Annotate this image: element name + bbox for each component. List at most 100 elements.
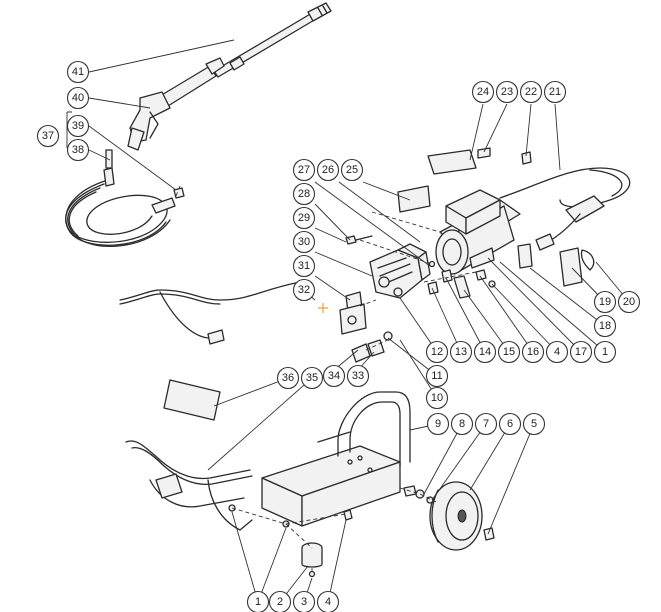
- callout-circle: [519, 80, 543, 104]
- callout-circle: [474, 412, 498, 436]
- callout-circle: [292, 278, 316, 302]
- callout-number: 15: [503, 346, 515, 358]
- callout-number: 7: [483, 418, 489, 430]
- callout-number: 33: [352, 370, 364, 382]
- callout-circle: [569, 340, 593, 364]
- callout-number: 36: [282, 372, 294, 384]
- callout-5: 5: [522, 412, 546, 436]
- callout-number: 41: [72, 66, 84, 78]
- callout-number: 29: [298, 212, 310, 224]
- callout-number: 8: [459, 418, 465, 430]
- callout-circle: [316, 158, 340, 182]
- callout-number: 4: [325, 596, 331, 608]
- callout-32: 32: [292, 278, 316, 302]
- callout-37: 37: [36, 124, 60, 148]
- pump-assembly: [369, 243, 431, 299]
- callout-25: 25: [340, 158, 364, 182]
- callout-number: 17: [575, 346, 587, 358]
- callout-35: 35: [300, 366, 324, 390]
- callout-number: 28: [298, 188, 310, 200]
- callout-number: 6: [507, 418, 513, 430]
- callout-circle: [471, 80, 495, 104]
- callout-number: 37: [42, 130, 54, 142]
- callout-number: 4: [554, 346, 560, 358]
- callout-12: 12: [425, 340, 449, 364]
- callout-circle: [292, 230, 316, 254]
- callout-21: 21: [543, 80, 567, 104]
- power-cord: [499, 167, 631, 251]
- callout-circle: [36, 124, 60, 148]
- callout-28: 28: [292, 182, 316, 206]
- callout-24: 24: [471, 80, 495, 104]
- callout-circle: [66, 138, 90, 162]
- callout-number: 38: [72, 144, 84, 156]
- callout-39: 39: [66, 114, 90, 138]
- callout-6: 6: [498, 412, 522, 436]
- callout-26: 26: [316, 158, 340, 182]
- callout-30: 30: [292, 230, 316, 254]
- decals: [397, 147, 595, 287]
- callout-circle: [292, 590, 316, 612]
- callout-19: 19: [593, 290, 617, 314]
- callout-circle: [292, 254, 316, 278]
- callout-number: 23: [501, 86, 513, 98]
- callout-number: 32: [298, 284, 310, 296]
- high-pressure-hose: [65, 149, 185, 248]
- callout-40: 40: [66, 86, 90, 110]
- callout-41: 41: [66, 60, 90, 84]
- callout-number: 11: [431, 370, 442, 382]
- callout-17: 17: [569, 340, 593, 364]
- callout-circle: [521, 340, 545, 364]
- callout-number: 12: [431, 346, 443, 358]
- callout-8: 8: [450, 412, 474, 436]
- callout-29: 29: [292, 206, 316, 230]
- callout-circle: [66, 60, 90, 84]
- callout-circle: [450, 412, 474, 436]
- leader-lines: [66, 39, 630, 603]
- callout-circle: [425, 386, 449, 410]
- callout-number: 22: [525, 86, 537, 98]
- outlet-fittings: [351, 331, 393, 363]
- spray-gun: [127, 57, 225, 151]
- callout-18: 18: [593, 314, 617, 338]
- callout-27: 27: [292, 158, 316, 182]
- callout-16: 16: [521, 340, 545, 364]
- wheel: [403, 481, 495, 551]
- callout-36: 36: [276, 366, 300, 390]
- callout-22: 22: [519, 80, 543, 104]
- callout-number: 5: [531, 418, 537, 430]
- callout-11: 11: [425, 364, 449, 388]
- callout-circle: [425, 340, 449, 364]
- callout-3: 3: [292, 590, 316, 612]
- callout-number: 13: [455, 346, 467, 358]
- callout-4: 4: [545, 340, 569, 364]
- callout-23: 23: [495, 80, 519, 104]
- callout-circle: [276, 366, 300, 390]
- unloader-valve: [339, 291, 367, 335]
- callout-2: 2: [268, 590, 292, 612]
- callout-13: 13: [449, 340, 473, 364]
- callout-1: 1: [246, 590, 270, 612]
- callout-circle: [268, 590, 292, 612]
- callout-circle: [543, 80, 567, 104]
- callout-circle: [66, 86, 90, 110]
- warning-decal: [163, 379, 221, 421]
- callout-31: 31: [292, 254, 316, 278]
- callout-15: 15: [497, 340, 521, 364]
- callout-number: 39: [72, 120, 84, 132]
- callout-20: 20: [617, 290, 641, 314]
- callout-circle: [495, 80, 519, 104]
- callout-circle: [292, 158, 316, 182]
- callout-circle: [292, 206, 316, 230]
- callout-38: 38: [66, 138, 90, 162]
- callout-number: 35: [306, 372, 318, 384]
- callout-circle: [545, 340, 569, 364]
- callout-circle: [426, 412, 450, 436]
- callout-circle: [593, 314, 617, 338]
- callout-7: 7: [474, 412, 498, 436]
- callout-number: 21: [549, 86, 561, 98]
- callout-circle: [593, 340, 617, 364]
- callout-circle: [322, 364, 346, 388]
